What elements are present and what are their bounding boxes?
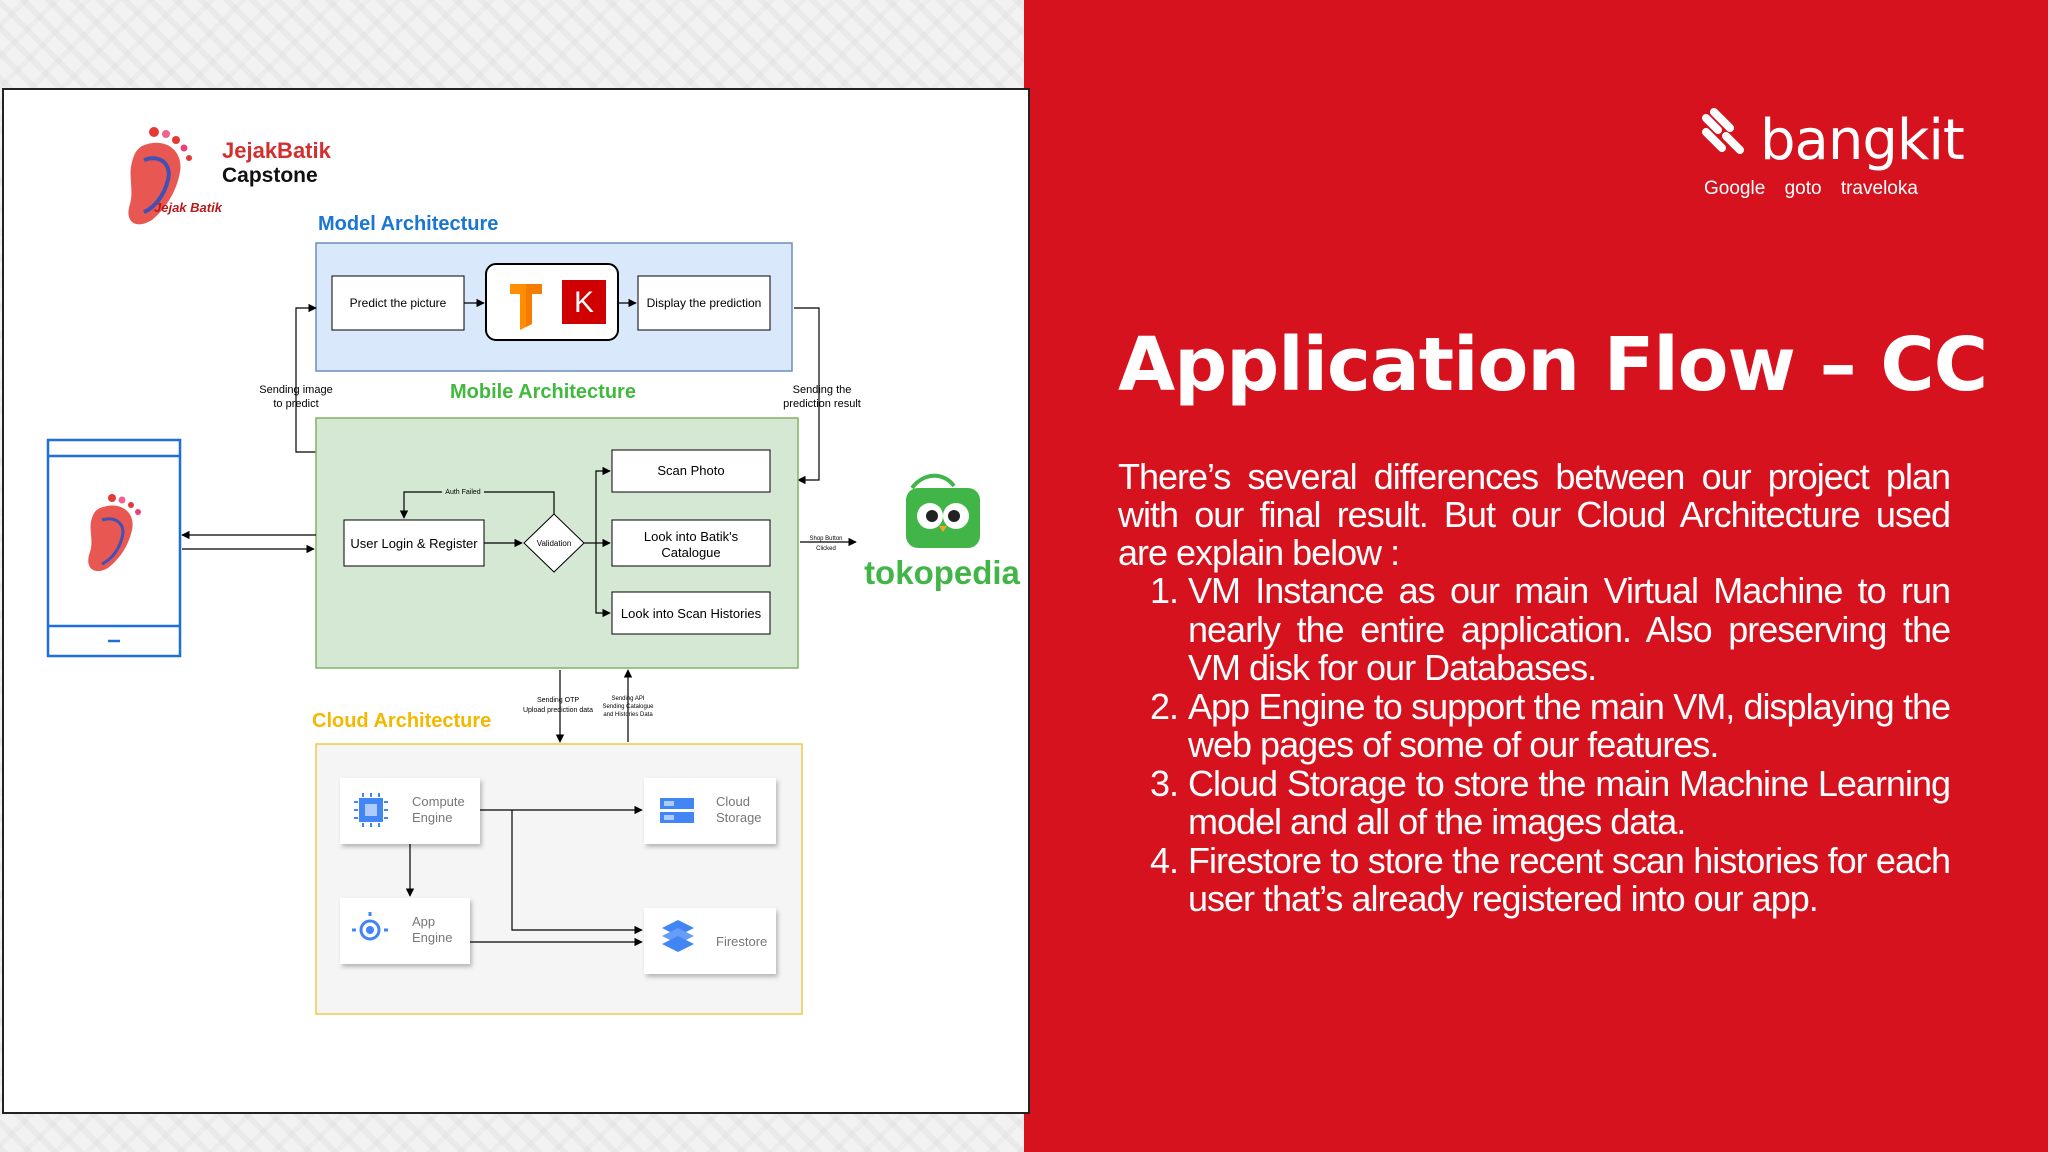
point-item: 1.VM Instance as our main Virtual Machin… xyxy=(1140,570,1951,688)
scan-histories-box xyxy=(611,591,771,635)
validation-diamond xyxy=(523,513,585,573)
edge-result-label-1: Sending the xyxy=(793,384,852,396)
compute-engine-label-1: Compute xyxy=(412,794,465,809)
tokopedia-owl-icon xyxy=(906,473,980,548)
logo-title: JejakBatik xyxy=(222,138,332,163)
edge-compute-to-firestore xyxy=(511,810,643,935)
catalogue-label-1: Look into Batik's xyxy=(644,529,739,544)
point-text: Firestore to store the recent scan histo… xyxy=(1188,839,1951,919)
scan-histories-label: Look into Scan Histories xyxy=(621,606,762,621)
catalogue-label-2: Catalogue xyxy=(661,545,720,560)
slide-title: Application Flow – CC xyxy=(1118,322,1988,408)
bangkit-wordmark: bangkit xyxy=(1760,108,1965,173)
edge-send-image-label-1: Sending image xyxy=(259,384,332,396)
scan-photo-box xyxy=(611,449,771,493)
cloud-architecture-title: Cloud Architecture xyxy=(312,710,491,732)
traveloka-wordmark: traveloka xyxy=(1840,178,1918,199)
tensorflow-icon xyxy=(510,284,542,330)
edge-result-label-2: prediction result xyxy=(783,398,861,410)
point-number: 1. xyxy=(1149,570,1179,611)
edge-prediction-result xyxy=(794,307,820,485)
point-item: 2.App Engine to support the main VM, dis… xyxy=(1140,685,1951,765)
shop-label-2: Clicked xyxy=(816,546,836,552)
point-item: 4.Firestore to store the recent scan his… xyxy=(1140,839,1951,919)
app-engine-label-2: Engine xyxy=(412,930,452,945)
edge-send-image xyxy=(295,303,317,453)
edge-to-histories xyxy=(595,543,611,618)
firestore-icon xyxy=(662,920,694,952)
api-label-1: Sending API xyxy=(611,696,644,702)
keras-letter: K xyxy=(574,286,594,319)
otp-label-1: Sending OTP xyxy=(537,697,579,704)
google-wordmark: Google xyxy=(1704,178,1766,199)
predict-picture-label: Predict the picture xyxy=(350,296,447,310)
user-login-label: User Login & Register xyxy=(350,536,478,551)
auth-failed-label-bg xyxy=(442,486,484,496)
mobile-architecture-title: Mobile Architecture xyxy=(450,381,636,403)
logo-mark-text: Jejak Batik xyxy=(154,200,223,215)
footprint-logo-icon: Jejak Batik xyxy=(128,127,223,225)
user-login-box xyxy=(343,519,485,567)
architecture-diagram-card: Jejak Batik JejakBatik Capstone Model Ar… xyxy=(2,88,1030,1114)
firestore-label: Firestore xyxy=(716,934,767,949)
point-text: VM Instance as our main Virtual Machine … xyxy=(1188,570,1951,688)
point-number: 3. xyxy=(1149,762,1179,804)
app-engine-icon xyxy=(352,912,388,941)
point-item: 3.Cloud Storage to store the main Machin… xyxy=(1140,762,1951,842)
cloud-storage-label-1: Cloud xyxy=(716,794,750,809)
edge-send-image-label-2: to predict xyxy=(273,398,318,410)
logo-subtitle: Capstone xyxy=(222,164,318,187)
display-prediction-box xyxy=(637,275,771,331)
display-prediction-label: Display the prediction xyxy=(647,296,762,310)
validation-label: Validation xyxy=(537,539,572,548)
auth-failed-label: Auth Failed xyxy=(445,489,481,496)
firestore-card xyxy=(644,908,776,974)
goto-wordmark: goto xyxy=(1784,178,1822,199)
catalogue-box xyxy=(611,519,771,567)
cloud-storage-label-2: Storage xyxy=(716,810,762,825)
app-engine-label-1: App xyxy=(412,914,435,929)
jejakbatik-logo: Jejak Batik JejakBatik Capstone xyxy=(128,127,332,225)
compute-engine-label-2: Engine xyxy=(412,810,452,825)
scan-photo-label: Scan Photo xyxy=(657,463,724,478)
api-label-2: Sending Catalogue xyxy=(602,704,654,710)
predict-picture-box xyxy=(331,275,465,331)
shop-label-1: Shop Button xyxy=(809,536,842,542)
api-label-3: and Histories Data xyxy=(603,712,653,718)
tokopedia-wordmark: tokopedia xyxy=(864,554,1020,591)
bangkit-logo-icon xyxy=(1702,108,1744,154)
point-text: App Engine to support the main VM, displ… xyxy=(1188,685,1951,765)
cloud-storage-icon xyxy=(660,798,694,823)
phone-app-logo-icon xyxy=(88,494,141,572)
point-number: 4. xyxy=(1149,839,1179,881)
model-architecture-title: Model Architecture xyxy=(318,213,498,235)
keras-icon xyxy=(562,280,606,324)
right-panel xyxy=(1024,0,2048,1152)
point-number: 2. xyxy=(1149,685,1179,727)
otp-label-2: Upload prediction data xyxy=(523,707,593,714)
edge-to-scan-photo xyxy=(595,466,611,543)
cloud-storage-card xyxy=(644,778,776,844)
intro-paragraph: There’s several differences between our … xyxy=(1118,456,1951,573)
point-text: Cloud Storage to store the main Machine … xyxy=(1188,762,1951,842)
compute-engine-icon xyxy=(354,793,388,827)
points-list: 1.VM Instance as our main Virtual Machin… xyxy=(1140,570,1951,919)
partner-logos: Google goto traveloka xyxy=(1704,178,1932,200)
architecture-diagram: Jejak Batik JejakBatik Capstone Model Ar… xyxy=(46,127,1021,1015)
